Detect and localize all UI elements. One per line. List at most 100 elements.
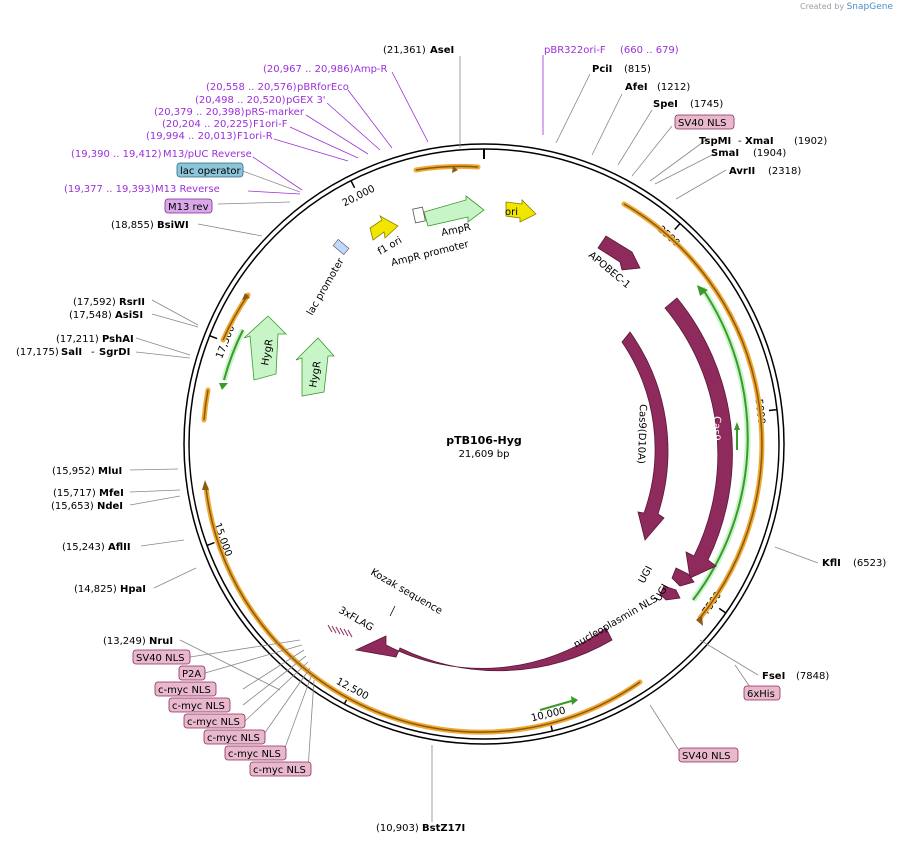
- kozak-label: Kozak sequence: [369, 567, 444, 617]
- enzyme-smai: SmaI: [711, 148, 739, 159]
- primer-f1orif: F1ori-F: [253, 119, 288, 130]
- green-arrowhead-1: [697, 285, 708, 296]
- orange-features-inner: [203, 165, 763, 733]
- hygr-label-2: HygR: [308, 360, 323, 388]
- enzyme-pcii: PciI: [592, 64, 612, 75]
- enzyme-asei: AseI: [430, 45, 454, 56]
- tick-5: [206, 541, 215, 547]
- primer-leaders: [247, 55, 544, 195]
- box-p2a: P2A: [182, 669, 201, 680]
- primer-prs: pRS-marker: [245, 107, 305, 118]
- green-arrowhead-3: [734, 422, 740, 430]
- backbone-outer: [183, 143, 785, 745]
- enzyme-bstz17i: BstZ17I: [422, 823, 465, 834]
- enzyme-pos-ndei: (15,653): [51, 501, 94, 512]
- primer-ampr: Amp-R: [354, 64, 388, 75]
- enzyme-pos-asisi: (17,548): [69, 310, 112, 321]
- svg-text:-: -: [738, 136, 742, 147]
- tick-2: [718, 607, 727, 614]
- ugi-shape-1: [671, 567, 695, 587]
- ampr-promoter-box: [412, 206, 426, 224]
- enzyme-kfli: KflI: [822, 558, 841, 569]
- primer-m13puc: M13/pUC Reverse: [163, 149, 252, 160]
- primer-labels: pBR322ori-F (660 .. 679) (20,967 .. 20,9…: [64, 45, 679, 195]
- enzyme-pos-pshai: (17,211): [56, 334, 99, 345]
- apobec-shape: [597, 235, 641, 271]
- svg-text:-: -: [91, 347, 95, 358]
- enzyme-sgrdi: SgrDI: [99, 347, 130, 358]
- cas9-label: Cas9: [710, 416, 722, 441]
- primer-pos-pgex3: (20,498 .. 20,520): [195, 95, 286, 106]
- box-cmyc-4: c-myc NLS: [207, 733, 260, 744]
- enzyme-pos-smai: (1904): [753, 148, 786, 159]
- ascpf1-label: AsCpf1: [472, 679, 507, 690]
- primer-pos-f1orif: (20,204 .. 20,225): [162, 119, 253, 130]
- enzyme-aflii: AflII: [108, 542, 131, 553]
- box-cmyc-6: c-myc NLS: [253, 765, 306, 776]
- enzyme-pshai: PshAI: [102, 334, 134, 345]
- lac-promoter-block: [332, 239, 350, 255]
- box-sv40-top: SV40 NLS: [678, 118, 727, 129]
- enzyme-avrii: AvrII: [729, 166, 755, 177]
- enzyme-tspmi: TspMI: [699, 136, 731, 147]
- lac-promoter-label: lac promoter: [305, 256, 347, 318]
- primer-pos-pbrforeco: (20,558 .. 20,576): [206, 82, 297, 93]
- enzyme-afei: AfeI: [625, 82, 648, 93]
- stack-leaders: [189, 639, 315, 770]
- watermark: Created by SnapGene: [800, 2, 893, 12]
- orange-arrowhead-right: [696, 615, 703, 626]
- enzyme-pos-hpai: (14,825): [74, 584, 117, 595]
- tick-0: [674, 223, 681, 231]
- enzyme-hpai: HpaI: [120, 584, 146, 595]
- leader-lines: [129, 56, 819, 822]
- orange-arrowhead-left: [242, 293, 250, 300]
- flag-hatch: [327, 624, 353, 638]
- primer-pos-pbr322ori: (660 .. 679): [620, 45, 679, 56]
- enzyme-pos-aflii: (15,243): [62, 542, 105, 553]
- f1ori-arrow: [369, 215, 399, 241]
- orange-arrowhead-top: [452, 166, 458, 173]
- ori-arrow: [505, 199, 537, 223]
- green-arrowhead-2: [219, 383, 228, 390]
- primer-pos-ampr: (20,967 .. 20,986): [263, 64, 354, 75]
- plasmid-size: 21,609 bp: [459, 449, 510, 460]
- primer-pos-m13puc: (19,390 .. 19,412): [71, 149, 162, 160]
- tick-6: [209, 335, 218, 340]
- primer-pgex3: pGEX 3': [286, 95, 326, 106]
- watermark-prefix: Created by: [800, 2, 845, 11]
- box-left-sv40: SV40 NLS: [136, 653, 185, 664]
- enzyme-pos-mlui: (15,952): [52, 466, 95, 477]
- enzyme-rsrii: RsrII: [119, 297, 145, 308]
- enzyme-pos-spei: (1745): [690, 99, 723, 110]
- enzyme-labels: (21,361) AseI PciI (815) AfeI (1212) Spe…: [16, 45, 886, 834]
- enzyme-pos-fsei: (7848): [796, 671, 829, 682]
- tick-1: [768, 408, 778, 412]
- enzyme-mfei: MfeI: [99, 488, 124, 499]
- hygr-arrow-2: [295, 337, 335, 397]
- f1ori-label: f1 ori: [376, 235, 404, 258]
- primer-pos-f1orir: (19,994 .. 20,013): [146, 131, 237, 142]
- primer-f1orir: F1ori-R: [237, 131, 273, 142]
- enzyme-pos-kfli: (6523): [853, 558, 886, 569]
- boxed-labels: SV40 NLS lac operator M13 rev SV40 NLS 6…: [132, 114, 781, 777]
- tick-label-7: 20,000: [341, 184, 377, 210]
- enzyme-pos-bsiwi: (18,855): [111, 220, 154, 231]
- ampr-arrow: [423, 195, 485, 227]
- enzyme-pos-krui: (13,249): [103, 636, 146, 647]
- enzyme-pos-afei: (1212): [657, 82, 690, 93]
- enzyme-krui: NruI: [149, 636, 173, 647]
- primer-m13reverse: M13 Reverse: [155, 184, 220, 195]
- enzyme-pos-rsrii: (17,592): [73, 297, 116, 308]
- enzyme-xmai: XmaI: [745, 136, 774, 147]
- enzyme-mlui: MluI: [98, 466, 122, 477]
- box-6xhis: 6xHis: [747, 689, 775, 700]
- flag-label: 3xFLAG: [337, 605, 376, 634]
- enzyme-pos-mfei: (15,717): [53, 488, 96, 499]
- box-cmyc-3: c-myc NLS: [187, 717, 240, 728]
- enzyme-pos-sali: (17,175): [16, 347, 59, 358]
- enzyme-fsei: FseI: [762, 671, 785, 682]
- primer-pos-prs: (20,379 .. 20,398): [154, 107, 245, 118]
- box-cmyc-2: c-myc NLS: [172, 701, 225, 712]
- cas9d10a-label: Cas9(D10A): [635, 404, 648, 464]
